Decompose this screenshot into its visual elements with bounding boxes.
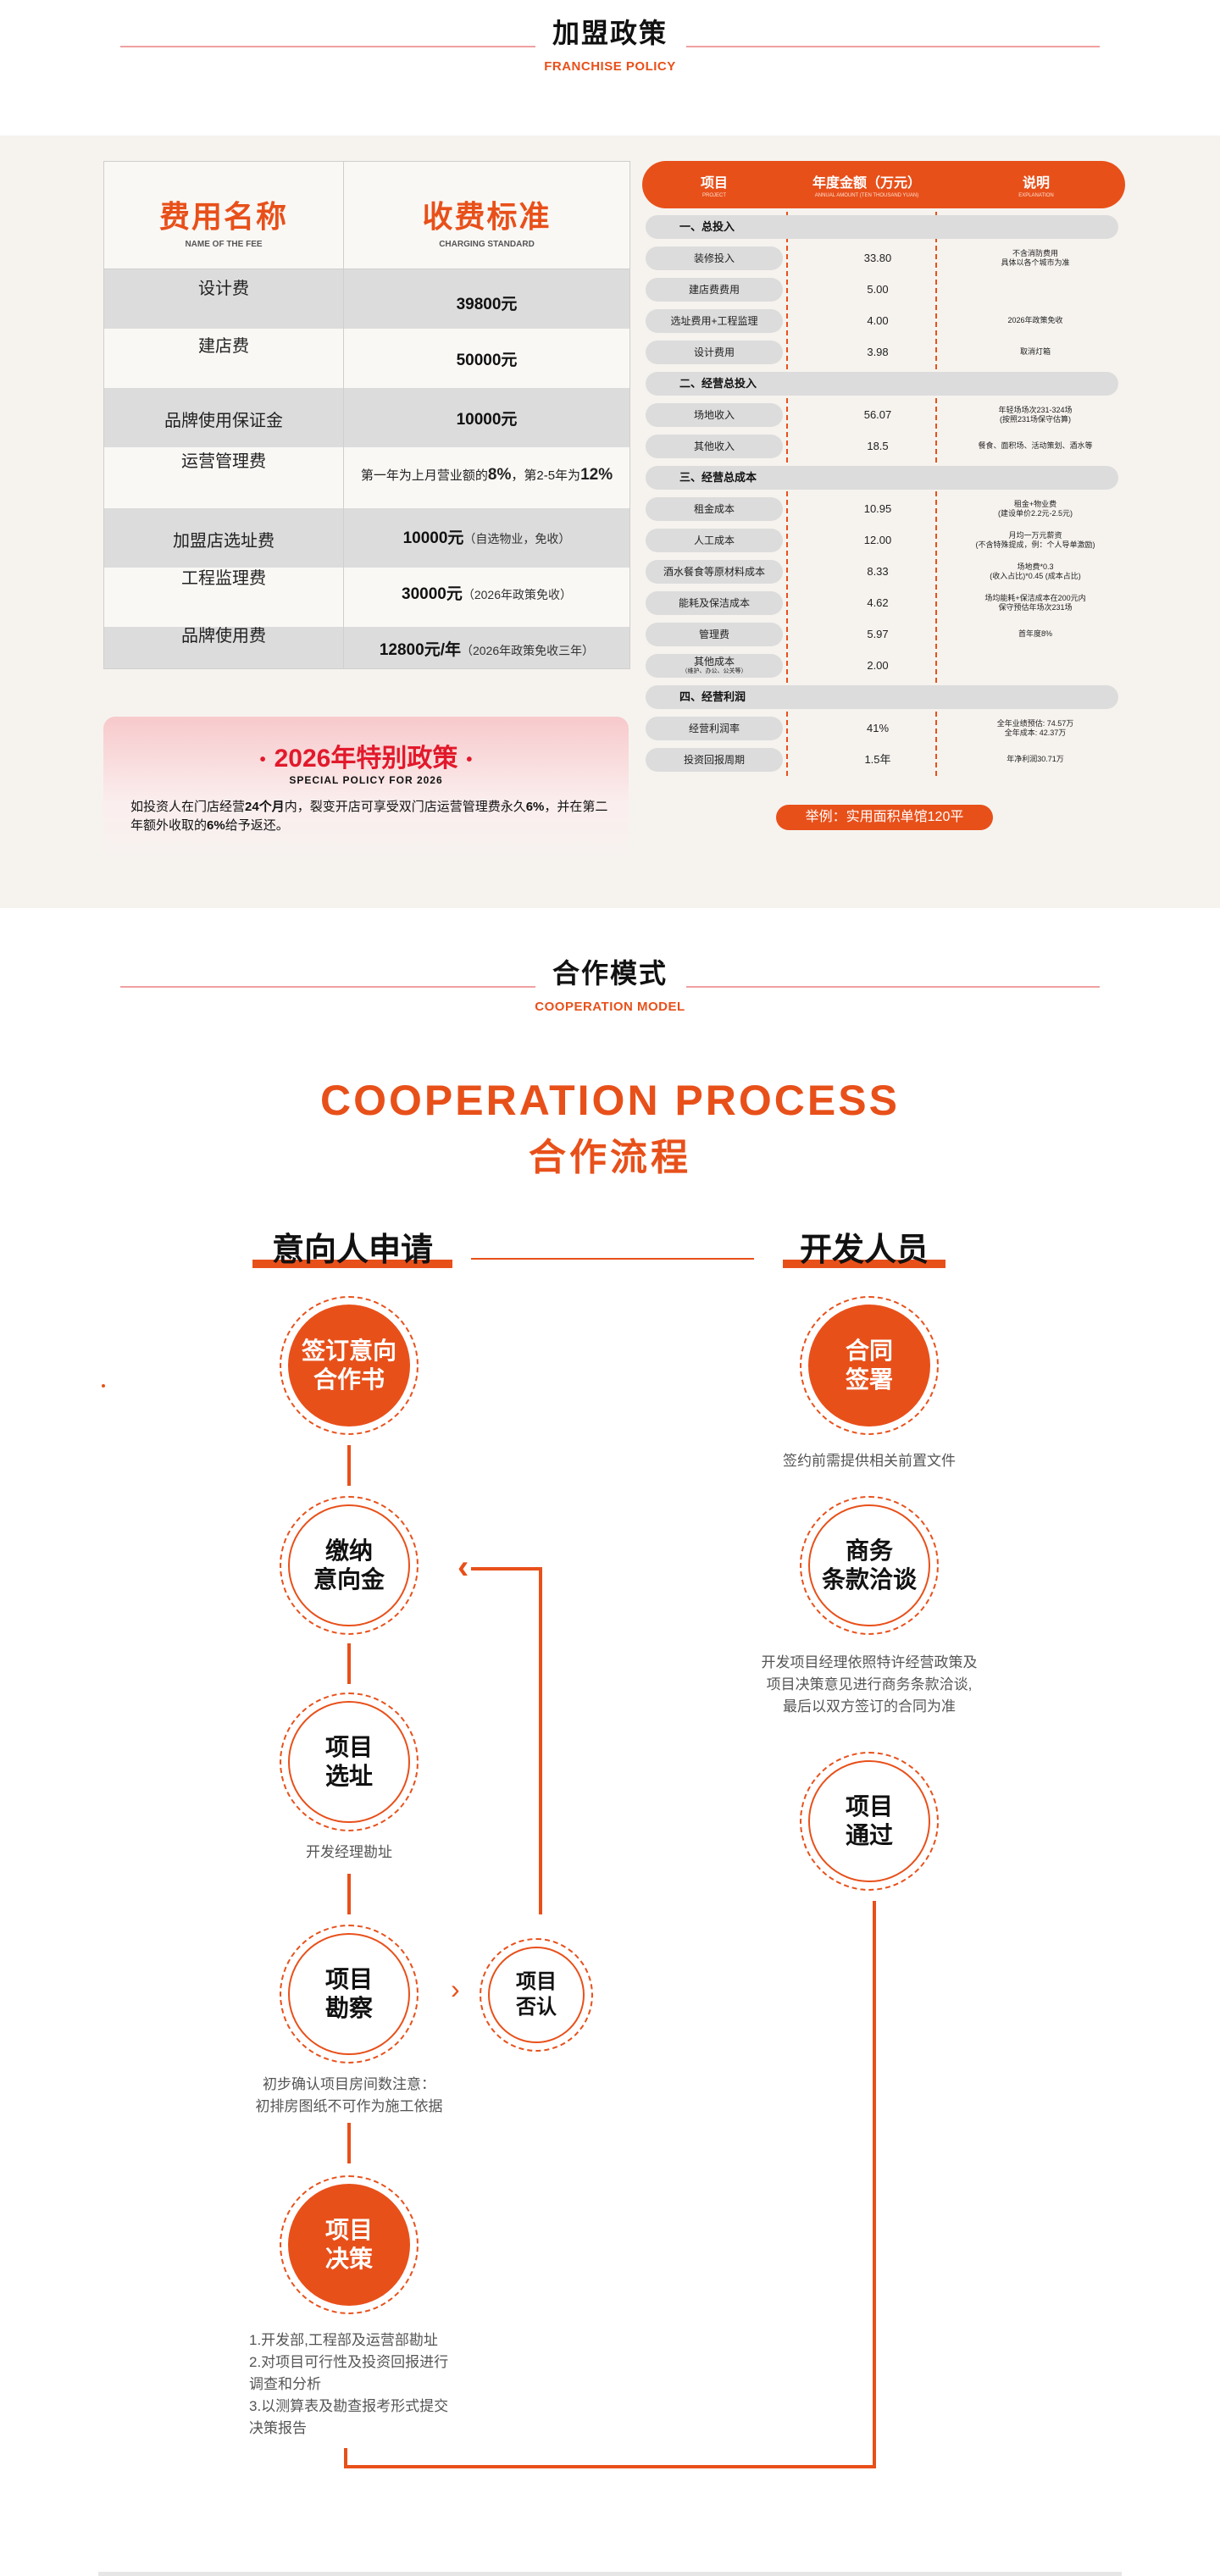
section-title: 合作模式 — [552, 958, 668, 989]
list-item: 建店费费用 — [646, 278, 783, 302]
list-item: 酒水餐食等原材料成本 — [646, 560, 783, 584]
contract-caption: 签约前需提供相关前置文件 — [783, 1453, 956, 1469]
page-title: 加盟政策 — [552, 18, 668, 48]
table-row: 运营管理费 第一年为上月营业额的8%，第2-5年为12% — [104, 447, 629, 508]
process-title-en: COOPERATION PROCESS — [320, 1077, 900, 1124]
special-policy-subtitle: SPECIAL POLICY FOR 2026 — [289, 774, 443, 786]
section-subtitle: COOPERATION MODEL — [535, 1000, 685, 1014]
col-explanation: 说明 — [1022, 176, 1050, 191]
list-item: 投资回报周期 — [646, 748, 783, 772]
process-title: COOPERATION PROCESS 合作流程 — [0, 1076, 1220, 1181]
list-item: 租金成本 — [646, 497, 783, 521]
header-rule-right — [686, 986, 1100, 988]
process-title-cn: 合作流程 — [529, 1137, 691, 1178]
section-operating-input: 二、经营总投入 — [646, 372, 1118, 396]
table-row: 加盟店选址费 10000元（自选物业，免收） — [104, 508, 629, 568]
list-item: 其他成本（维护、办公、公关等） — [646, 654, 783, 678]
step-contract: 合同 签署 — [800, 1296, 939, 1435]
flow-line — [873, 1901, 876, 2468]
list-item: 能耗及保洁成本 — [646, 591, 783, 615]
flow-line — [344, 2448, 347, 2468]
flow-line — [347, 1874, 351, 1914]
site-select-caption: 开发经理勘址 — [306, 1844, 392, 1860]
section-operating-profit: 四、经营利润 — [646, 685, 1118, 709]
special-policy-title: 2026年特别政策 — [274, 745, 458, 773]
list-item: 装修投入 — [646, 247, 783, 270]
decision-caption: 1.开发部,工程部及运营部勘址 2.对项目可行性及投资回报进行 调查和分析 3.… — [249, 2332, 449, 2436]
flow-line — [347, 2123, 351, 2163]
step-negotiate: 商务 条款洽谈 — [800, 1496, 939, 1635]
charging-standard-header: 收费标准 — [422, 199, 552, 234]
table-row: 建店费 50000元 — [104, 329, 629, 388]
page-subtitle: FRANCHISE POLICY — [544, 59, 676, 74]
special-policy-text: 如投资人在门店经营24个月内，裂变开店可享受双门店运营管理费永久6%，并在第二年… — [130, 800, 608, 833]
col-project: 项目 — [700, 176, 728, 191]
step-decision: 项目 决策 — [280, 2175, 419, 2314]
step-survey: 项目 勘察 — [280, 1925, 419, 2064]
flow-line-bottom — [344, 2465, 876, 2468]
step-approve: 项目 通过 — [800, 1752, 939, 1891]
fee-table-header: 费用名称 NAME OF THE FEE 收费标准 CHARGING STAND… — [104, 162, 629, 269]
header-rule-right — [686, 46, 1100, 47]
step-pay-deposit: 缴纳 意向金 — [280, 1496, 419, 1635]
franchise-policy-header: 加盟政策 FRANCHISE POLICY — [0, 12, 1220, 74]
developer-column-head: 开发人员 — [783, 1223, 946, 1270]
list-item: 人工成本 — [646, 529, 783, 552]
table-row: 品牌使用保证金 10000元 — [104, 388, 629, 447]
chevron-right-icon: › — [451, 1974, 460, 2004]
flow-line — [347, 1445, 351, 1486]
bullet-dot-icon: • — [259, 750, 266, 769]
list-item: 经营利润率 — [646, 717, 783, 740]
fee-name-header-en: NAME OF THE FEE — [185, 240, 263, 249]
header-rule-left — [120, 46, 535, 47]
negotiate-caption: 开发项目经理依照特许经营政策及 项目决策意见进行商务条款洽谈, 最后以双方签订的… — [761, 1654, 978, 1715]
header-rule-left — [120, 986, 535, 988]
table-row: 设计费 39800元 — [104, 269, 629, 329]
cooperation-model-header: 合作模式 COOPERATION MODEL — [0, 952, 1220, 1014]
flow-line — [347, 1643, 351, 1684]
special-policy-card: • 2026年特别政策 • SPECIAL POLICY FOR 2026 如投资人… — [103, 717, 629, 861]
footer-divider — [98, 2572, 1122, 2576]
example-badge: 举例：实用面积单馆120平 — [776, 805, 993, 830]
decor-dot — [102, 1384, 105, 1388]
section-total-investment: 一、总投入 — [646, 215, 1118, 239]
table-row: 品牌使用费 12800元/年（2026年政策免收三年） — [104, 627, 629, 668]
step-reject: 项目 否认 — [480, 1938, 593, 2052]
list-item: 管理费 — [646, 623, 783, 646]
applicant-column-head: 意向人申请 — [252, 1223, 452, 1270]
col-annual-amount: 年度金额（万元） — [812, 176, 921, 191]
fee-name-header: 费用名称 — [158, 199, 288, 234]
list-item: 其他收入 — [646, 435, 783, 458]
step-site-select: 项目 选址 — [280, 1692, 419, 1831]
section-operating-cost: 三、经营总成本 — [646, 466, 1118, 490]
table-row: 工程监理费 30000元（2026年政策免收） — [104, 568, 629, 627]
return-line-top — [471, 1567, 542, 1571]
list-item: 选址费用+工程监理 — [646, 309, 783, 333]
list-item: 设计费用 — [646, 341, 783, 364]
arrow-left-icon: ‹ — [458, 1548, 469, 1586]
step-sign-intent: 签订意向 合作书 — [280, 1296, 419, 1435]
charging-standard-header-en: CHARGING STANDARD — [439, 240, 535, 249]
return-line — [539, 1567, 542, 1914]
list-item: 场地收入 — [646, 403, 783, 427]
column-connector — [471, 1258, 754, 1260]
bullet-dot-icon: • — [466, 750, 473, 769]
fee-table: 费用名称 NAME OF THE FEE 收费标准 CHARGING STAND… — [103, 161, 630, 669]
survey-caption: 初步确认项目房间数注意： 初排房图纸不可作为施工依据 — [255, 2076, 443, 2114]
